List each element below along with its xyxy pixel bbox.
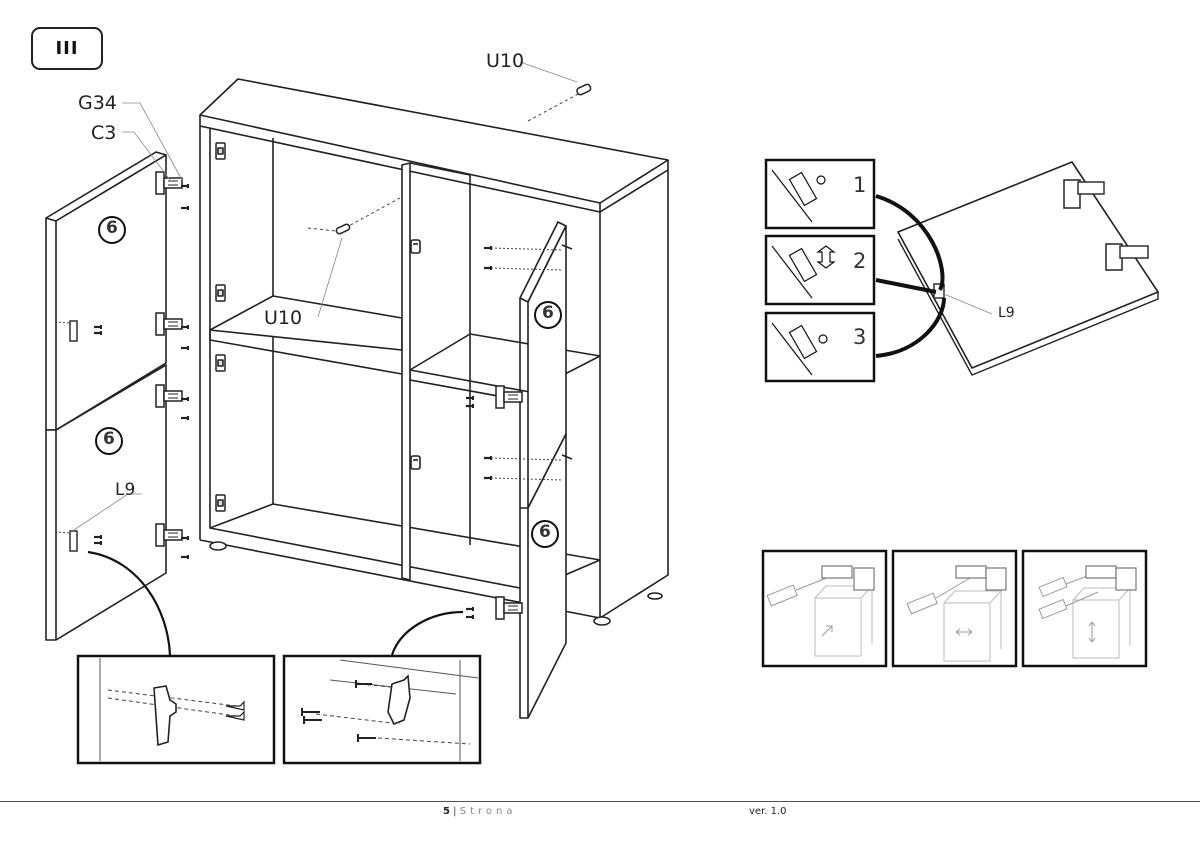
footer-divider <box>0 801 1200 802</box>
detail-box-cabinet-plate <box>282 654 482 765</box>
clip-step-boxes <box>764 158 876 383</box>
hinges-left <box>54 171 190 561</box>
door-number-text: 6 <box>106 218 118 238</box>
door-panel-left <box>45 151 167 641</box>
adjustment-box-height <box>1021 549 1148 668</box>
label-c3: C3 <box>91 122 117 144</box>
leader-lines <box>73 102 183 531</box>
footer-separator: | <box>453 806 457 817</box>
callout-curve-left <box>87 550 172 656</box>
cabinet-drawing <box>199 78 669 626</box>
step-number: III <box>31 27 103 70</box>
clip-step-2: 2 <box>853 249 867 273</box>
door-number-right-upper <box>534 301 562 329</box>
label-l9-left: L9 <box>115 480 136 500</box>
footer-version: ver. 1.0 <box>749 806 787 817</box>
detail-box-door-plate <box>76 654 276 765</box>
dowel-u10-top <box>519 61 592 122</box>
clip-step-3: 3 <box>853 325 867 349</box>
adjustment-box-depth <box>761 549 888 668</box>
dowel-u10-mid <box>307 197 401 318</box>
page-word: Strona <box>459 806 517 817</box>
door-number-left-upper <box>98 216 126 244</box>
door-number-text: 6 <box>539 522 551 542</box>
hinges-right <box>464 244 573 621</box>
footer-page: 5 | Strona <box>443 806 516 817</box>
callout-curve-right <box>390 610 464 656</box>
door-number-text: 6 <box>542 303 554 323</box>
adjustment-box-side <box>891 549 1018 668</box>
hinge-detail-door <box>875 161 1160 376</box>
clip-step-1: 1 <box>853 173 867 197</box>
label-l9-right: L9 <box>998 305 1015 321</box>
label-u10-top: U10 <box>486 50 525 72</box>
door-number-right-lower <box>531 520 559 548</box>
door-number-left-lower <box>95 427 123 455</box>
label-g34: G34 <box>78 92 117 114</box>
door-panel-right <box>519 221 567 719</box>
door-number-text: 6 <box>103 429 115 449</box>
page-number: 5 <box>443 806 450 817</box>
label-u10-mid: U10 <box>264 307 303 329</box>
